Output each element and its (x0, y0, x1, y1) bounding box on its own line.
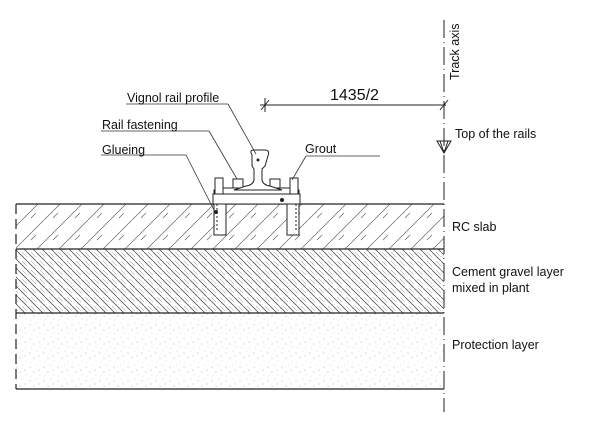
top-of-rails-symbol (436, 140, 452, 154)
base-plate (212, 193, 301, 205)
protection-layer-label: Protection layer (452, 338, 539, 352)
vignol-rail-profile-label: Vignol rail profile (127, 91, 219, 105)
dimension-label: 1435/2 (330, 87, 379, 104)
glueing-label: Glueing (102, 143, 145, 157)
dimension-line (260, 98, 449, 112)
rail-fastening-label: Rail fastening (102, 118, 178, 132)
cement-gravel-layer (16, 249, 444, 313)
rc-slab-label: RC slab (452, 220, 497, 234)
rail-profile (233, 149, 283, 191)
rail-assembly (212, 149, 301, 236)
cement-gravel-label-line1: Cement gravel layer (452, 265, 564, 279)
cement-gravel-label-line2: mixed in plant (452, 281, 530, 295)
rc-slab-layer (16, 204, 444, 249)
grout-label: Grout (305, 142, 337, 156)
leader-lines (101, 103, 380, 213)
track-axis-label: Track axis (448, 24, 462, 81)
protection-layer (16, 313, 444, 389)
top-of-rails-label: Top of the rails (455, 127, 536, 141)
